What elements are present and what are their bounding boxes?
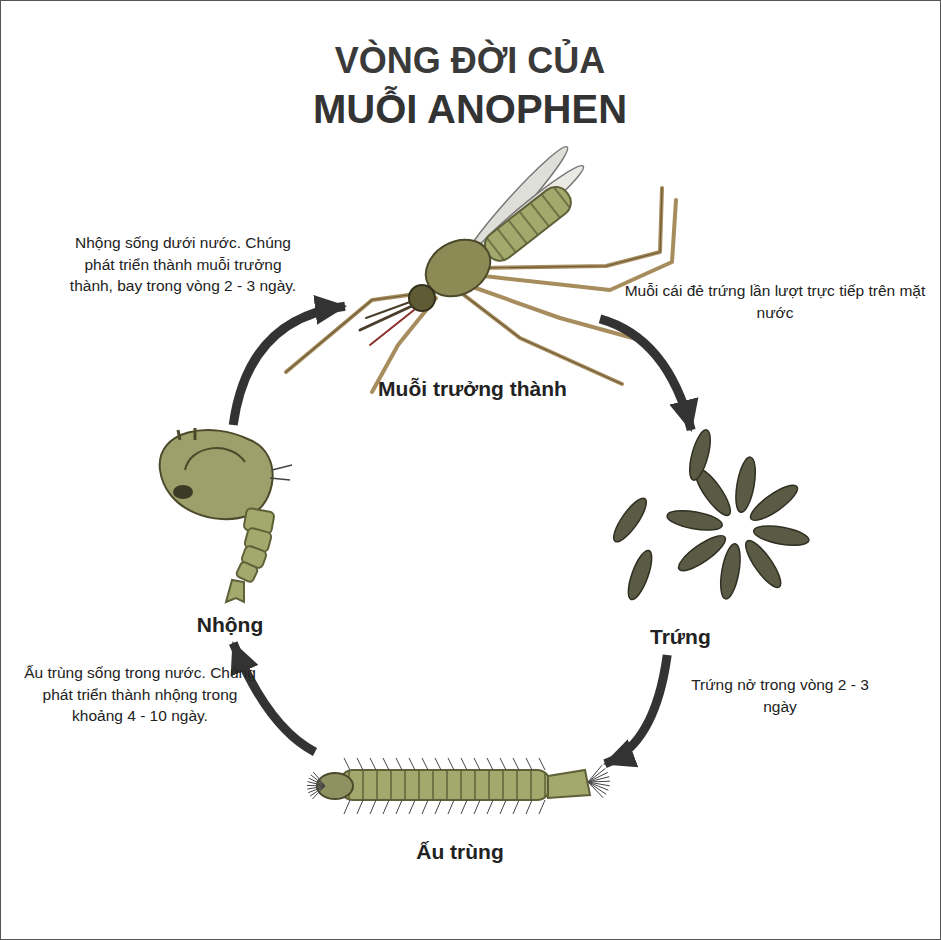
larva-drawing xyxy=(307,758,610,814)
stage-note: Nhộng sống dưới nước. Chúng phát triển t… xyxy=(62,232,304,297)
stage-label: Ấu trùng xyxy=(416,840,503,864)
pupa-drawing xyxy=(160,428,292,602)
cycle-arrow xyxy=(600,319,691,430)
life-stage: Ấu trùng xyxy=(315,752,605,870)
stage-note: Ấu trùng sống trong nước. Chúng phát tri… xyxy=(22,662,258,727)
life-stage: Muỗi trưởng thành xyxy=(345,155,600,407)
stage-label: Muỗi trưởng thành xyxy=(378,377,567,401)
life-stage: Nhộng xyxy=(150,425,310,643)
cycle-arrow xyxy=(233,643,315,752)
cycle-arrow xyxy=(233,306,345,425)
egg-cluster xyxy=(609,428,811,602)
stage-label: Trứng xyxy=(650,625,711,649)
stage-label: Nhộng xyxy=(197,613,263,637)
stage-note: Muỗi cái đẻ trứng lần lượt trực tiếp trê… xyxy=(622,280,928,323)
cycle-arrow xyxy=(605,655,667,764)
mosquito-drawing xyxy=(286,141,676,392)
diagram-title: VÒNG ĐỜI CỦA MUỖI ANOPHEN xyxy=(295,34,645,134)
life-stage: Trứng xyxy=(600,430,840,655)
stage-note: Trứng nở trong vòng 2 - 3 ngày xyxy=(682,674,878,717)
